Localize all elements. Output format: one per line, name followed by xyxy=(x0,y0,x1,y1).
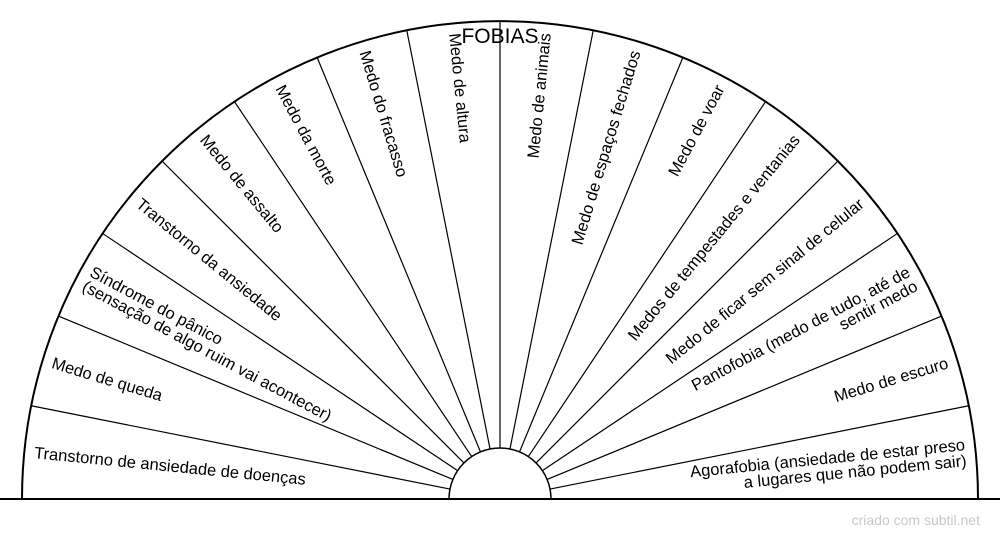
sector-label-line: Medo de animais xyxy=(525,32,555,159)
sector-divider xyxy=(102,232,458,472)
sector-divider xyxy=(58,315,454,481)
sector-label-line: Medo do fracasso xyxy=(356,49,411,180)
sector-label-line: Medo de queda xyxy=(50,355,166,406)
sector-divider xyxy=(233,101,473,457)
sector-label-line: Transtorno de ansiedade de doenças xyxy=(33,444,306,489)
sector-label-9: Medo de animais xyxy=(525,32,555,159)
sector-divider xyxy=(31,405,451,490)
sector-label-line: Medo de espaços fechados xyxy=(569,49,645,247)
sector-divider xyxy=(527,101,767,457)
sector-label-8: Medo de altura xyxy=(445,32,474,144)
sector-dividers xyxy=(31,21,969,490)
sector-label-line: Medo de assalto xyxy=(196,132,287,237)
sector-label-line: (sensação de algo ruim vai acontecer) xyxy=(79,278,334,426)
sector-label-2: Medo de queda xyxy=(50,355,166,406)
sector-divider xyxy=(161,160,465,464)
sector-divider xyxy=(406,30,491,450)
sector-divider xyxy=(316,57,482,453)
sector-label-3: Síndrome do pânico(sensação de algo ruim… xyxy=(79,263,334,426)
sector-label-15: Medo de escuro xyxy=(832,355,950,407)
sector-divider xyxy=(509,30,594,450)
sector-label-10: Medo de espaços fechados xyxy=(569,49,645,247)
sector-label-1: Transtorno de ansiedade de doenças xyxy=(33,444,306,489)
chart-title: FOBIAS xyxy=(461,25,538,48)
sector-divider xyxy=(542,232,898,472)
sector-label-11: Medo de voar xyxy=(665,82,729,180)
sector-label-line: Medo de escuro xyxy=(832,355,950,407)
sector-label-7: Medo do fracasso xyxy=(356,49,411,180)
sector-divider xyxy=(546,315,942,481)
sector-divider xyxy=(518,57,684,453)
inner-arc xyxy=(448,447,552,500)
sector-label-line: Medo de altura xyxy=(445,32,474,144)
sector-divider xyxy=(549,405,969,490)
credit-text: criado com subtil.net xyxy=(851,512,980,528)
sector-label-line: Medo de voar xyxy=(665,82,729,180)
outer-arc xyxy=(21,20,979,500)
sector-divider xyxy=(535,160,839,464)
sector-label-5: Medo de assalto xyxy=(196,132,287,237)
